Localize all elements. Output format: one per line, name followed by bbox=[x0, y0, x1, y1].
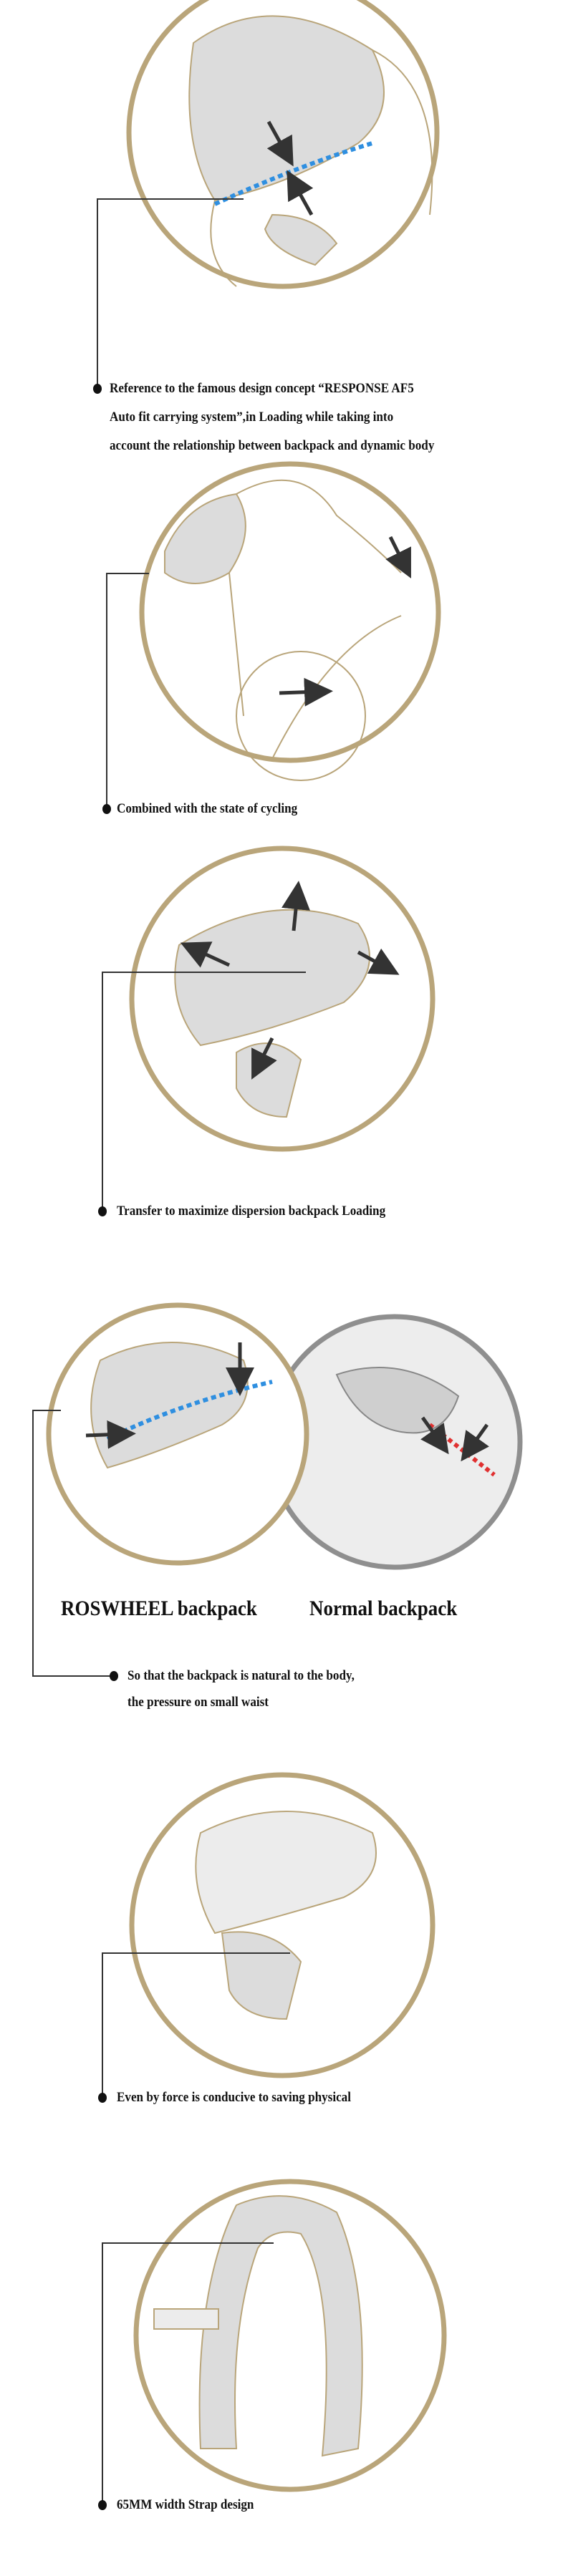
feature-text: So that the backpack is natural to the b… bbox=[127, 1668, 355, 1683]
callout-line bbox=[106, 573, 149, 574]
cycling-illustration bbox=[139, 461, 441, 781]
callout-line bbox=[102, 972, 306, 973]
callout-line bbox=[32, 1410, 61, 1411]
bullet-dot bbox=[93, 384, 102, 394]
roswheel-label: ROSWHEEL backpack bbox=[61, 1597, 257, 1620]
feature-text: Even by force is conducive to saving phy… bbox=[117, 2090, 351, 2105]
callout-line bbox=[97, 198, 244, 200]
callout-line bbox=[97, 198, 98, 389]
feature-text: account the relationship between backpac… bbox=[110, 438, 435, 453]
feature-text: Auto fit carrying system”,in Loading whi… bbox=[110, 410, 394, 425]
feature-text: the pressure on small waist bbox=[127, 1695, 269, 1710]
strap-illustration bbox=[133, 2179, 447, 2492]
bullet-dot bbox=[102, 804, 111, 814]
normal-label: Normal backpack bbox=[309, 1597, 458, 1620]
bullet-dot bbox=[98, 1206, 107, 1216]
callout-line bbox=[102, 2242, 274, 2244]
callout-line bbox=[102, 972, 103, 1211]
bullet-dot bbox=[98, 2500, 107, 2510]
force-saving-illustration bbox=[129, 1772, 436, 2078]
load-dispersion-illustration bbox=[129, 846, 436, 1152]
bullet-dot bbox=[110, 1671, 118, 1681]
backpack-fit-illustration bbox=[126, 0, 440, 289]
callout-line bbox=[32, 1675, 112, 1677]
feature-text: 65MM width Strap design bbox=[117, 2497, 254, 2512]
callout-line bbox=[102, 2242, 103, 2505]
feature-text: Combined with the state of cycling bbox=[117, 801, 298, 816]
callout-line bbox=[32, 1410, 34, 1675]
comparison-illustration bbox=[46, 1302, 523, 1570]
callout-line bbox=[106, 573, 107, 809]
feature-text: Reference to the famous design concept “… bbox=[110, 381, 414, 396]
callout-line bbox=[102, 1952, 103, 2098]
callout-line bbox=[102, 1952, 290, 1954]
feature-text: Transfer to maximize dispersion backpack… bbox=[117, 1204, 386, 1219]
bullet-dot bbox=[98, 2093, 107, 2103]
